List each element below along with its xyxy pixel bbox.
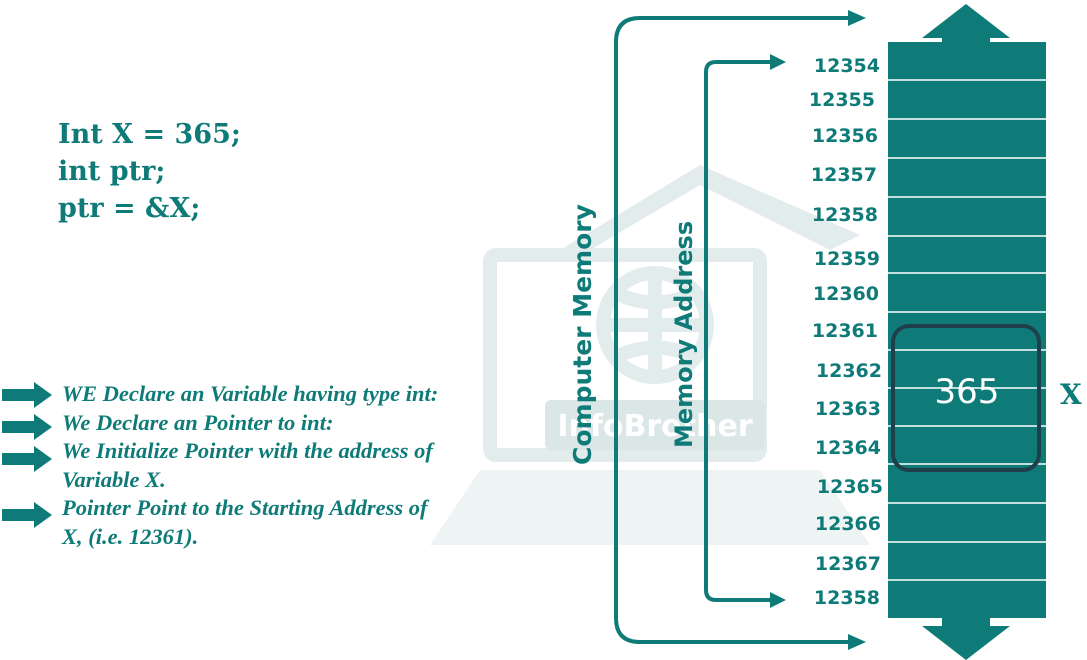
note-line: We Declare an Pointer to int: [62,409,334,435]
up-arrow-icon [922,4,1010,56]
address-label: 12359 [813,248,880,270]
address-label: 12362 [815,360,882,382]
memory-address-bracket [704,60,772,602]
address-label: 12357 [810,164,877,186]
address-label: 12361 [811,320,878,342]
right-arrow-icon [2,382,52,408]
note-line: Pointer Point to the Starting Address of [62,495,428,520]
code-line: int ptr; [58,156,166,187]
code-line: ptr = &X; [58,193,201,224]
right-arrow-icon [2,446,52,472]
note-line: We Initialize Pointer with the address o… [62,438,433,463]
code-block: Int X = 365; int ptr; ptr = &X; [58,116,241,227]
right-arrow-icon [2,502,52,528]
note-line: WE Declare an Variable having type int: [62,381,439,406]
variable-value: 365 [934,372,1000,412]
variable-x-highlight [891,324,1041,472]
note-line: Variable X. [62,466,166,492]
address-label: 12354 [813,55,880,77]
address-label: 12358 [813,587,880,609]
address-label: 12363 [814,398,881,420]
address-label: 12365 [816,476,883,498]
address-label: 12355 [808,89,875,111]
down-arrow-icon [922,612,1010,660]
arrowhead-icon [770,592,786,608]
right-arrow-icon [2,414,52,440]
arrowhead-icon [770,54,786,70]
variable-name-label: X [1060,378,1082,411]
address-label: 12356 [811,125,878,147]
address-label: 12364 [814,437,881,459]
address-label: 12360 [812,283,879,305]
watermark-text: InfoBrother [557,409,752,444]
address-label: 12366 [814,513,881,535]
arrowhead-icon [848,10,866,26]
memory-block [888,42,1046,618]
note-line: X, (i.e. 12361). [62,523,199,549]
address-label: 12358 [811,204,878,226]
address-label: 12367 [814,553,881,575]
computer-memory-bracket [614,16,850,644]
explanation-notes: WE Declare an Variable having type int: … [62,380,522,551]
arrowhead-icon [848,634,866,650]
code-line: Int X = 365; [58,119,241,150]
